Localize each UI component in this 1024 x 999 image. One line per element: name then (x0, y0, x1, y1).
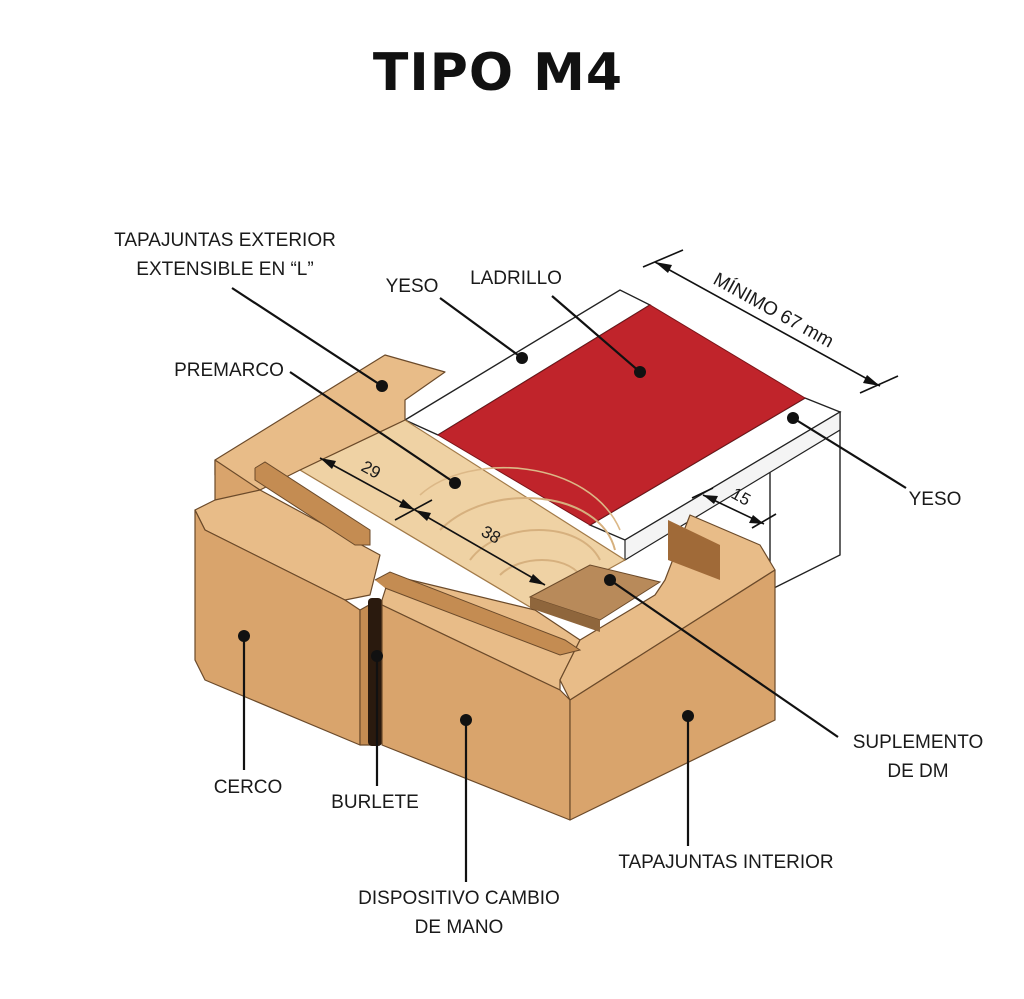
dim-minimo-tick-left (642, 249, 684, 268)
dot-burlete (371, 650, 383, 662)
leader-suplemento (609, 579, 839, 738)
label-ladrillo: LADRILLO (470, 268, 562, 289)
label-yeso-top: YESO (386, 276, 439, 297)
label-tapajuntas-exterior-2: EXTENSIBLE EN “L” (136, 259, 313, 280)
label-suplemento-2: DE DM (887, 761, 948, 782)
dim-minimo-arrow-left (655, 262, 672, 273)
callout-cerco: CERCO (214, 630, 283, 798)
suplemento-dm (528, 564, 662, 621)
suplemento-dm-front (530, 597, 600, 632)
callout-ladrillo: LADRILLO (470, 268, 646, 378)
premarco-block (298, 419, 627, 611)
dim-29-tick (394, 499, 433, 521)
dot-dispositivo (460, 714, 472, 726)
plaster-front-face (624, 410, 841, 562)
tapajuntas-interior-slot (668, 520, 720, 580)
callout-yeso-right: YESO (787, 412, 961, 510)
leader-ladrillo (551, 295, 641, 373)
dot-ladrillo (634, 366, 646, 378)
dim-15-tick-right (751, 513, 777, 529)
label-premarco: PREMARCO (174, 360, 284, 381)
label-yeso-right: YESO (909, 489, 962, 510)
dim-38-arrow-right (529, 574, 545, 585)
burlete-strip (368, 598, 382, 746)
dot-cerco (238, 630, 250, 642)
premarco-grain-ring (469, 529, 601, 561)
diagram-title: TIPO M4 (373, 43, 623, 103)
label-suplemento-1: SUPLEMENTO (853, 732, 984, 753)
callout-yeso-top: YESO (386, 276, 528, 364)
label-tapajuntas-interior: TAPAJUNTAS INTERIOR (618, 852, 833, 873)
dot-yeso-right (787, 412, 799, 424)
dim-29-arrow-left (320, 458, 336, 469)
dot-yeso-top (516, 352, 528, 364)
tapajuntas-interior-front (569, 569, 776, 821)
callout-suplemento: SUPLEMENTO DE DM (604, 574, 983, 782)
dim-38-line (414, 509, 546, 586)
premarco-grain-ring (439, 496, 616, 551)
dim-29-line (319, 457, 416, 511)
dim-minimo-arrow-right (863, 375, 880, 386)
dot-tapajuntas-exterior (376, 380, 388, 392)
leader-tapajuntas-exterior (231, 287, 383, 387)
leader-yeso-top (439, 297, 523, 359)
dim-minimo-label: MÍNIMO 67 mm (710, 269, 837, 352)
dim-29-arrow-right (399, 499, 415, 510)
dim-15-arrow-right (749, 515, 764, 524)
premarco-grain-ring (419, 466, 621, 531)
label-cerco: CERCO (214, 777, 283, 798)
leader-yeso-right (792, 417, 907, 489)
callout-dispositivo: DISPOSITIVO CAMBIO DE MANO (358, 714, 560, 938)
callout-burlete: BURLETE (331, 650, 419, 813)
dim-minimo-line (654, 261, 881, 387)
label-dispositivo-1: DISPOSITIVO CAMBIO (358, 888, 560, 909)
frame-groove (374, 571, 582, 656)
label-tapajuntas-exterior-1: TAPAJUNTAS EXTERIOR (114, 230, 336, 251)
dot-tapajuntas-interior (682, 710, 694, 722)
dot-suplemento (604, 574, 616, 586)
premarco-grain-ring (499, 559, 581, 576)
label-burlete: BURLETE (331, 792, 419, 813)
dot-premarco (449, 477, 461, 489)
frame-groove (254, 461, 371, 546)
dim-minimo-tick-right (859, 375, 899, 394)
wood-frame (194, 354, 776, 821)
callout-tapajuntas-exterior: TAPAJUNTAS EXTERIOR EXTENSIBLE EN “L” (114, 230, 388, 392)
callout-tapajuntas-interior: TAPAJUNTAS INTERIOR (618, 710, 834, 873)
dim-15-arrow-left (703, 495, 718, 504)
label-dispositivo-2: DE MANO (415, 917, 504, 938)
callout-premarco: PREMARCO (174, 360, 461, 489)
dim-38-arrow-left (415, 510, 431, 521)
leader-premarco (289, 371, 456, 484)
dim-15-tick-left (691, 487, 714, 499)
